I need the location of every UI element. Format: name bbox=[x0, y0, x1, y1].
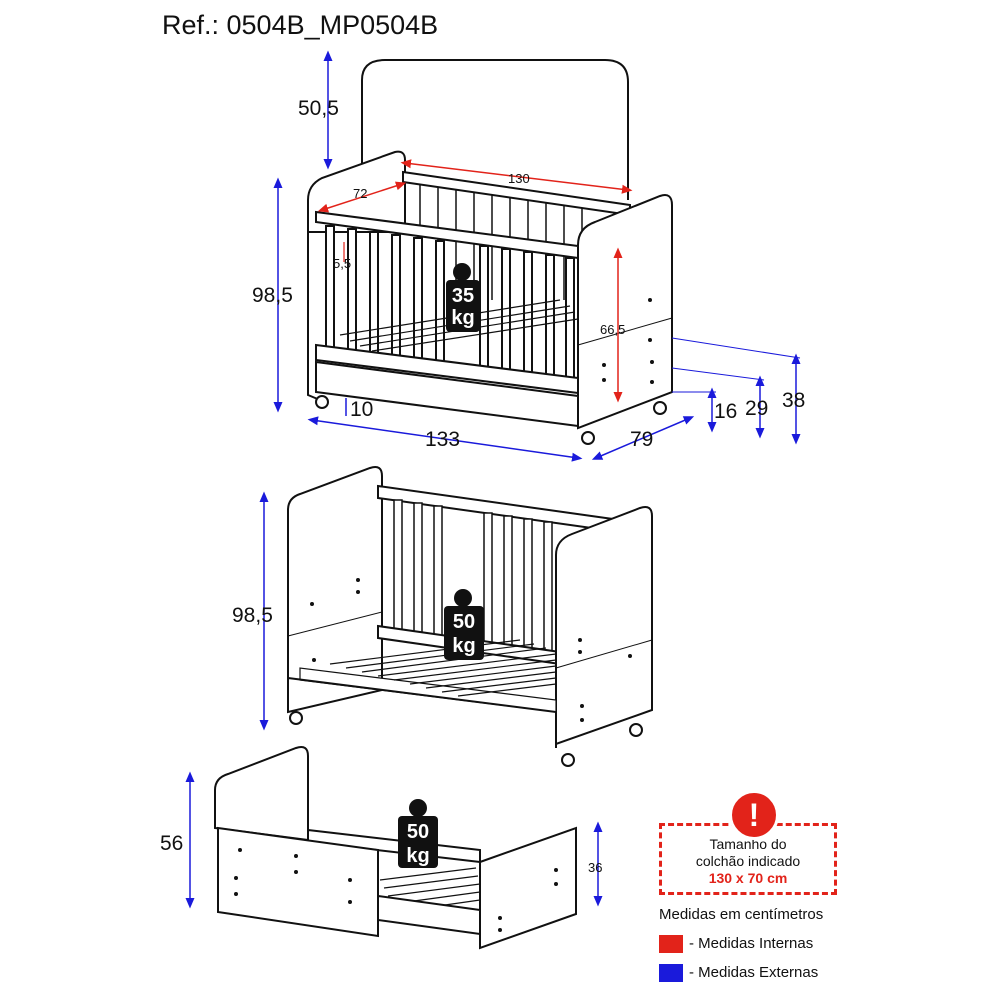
reference-title: Ref.: 0504B_MP0504B bbox=[162, 10, 439, 40]
crib-internal-length-label: 130 bbox=[508, 171, 530, 186]
crib-total-height-label: 98,5 bbox=[252, 284, 293, 307]
crib-height-38-label: 38 bbox=[782, 389, 805, 412]
toddler-left-headboard bbox=[287, 466, 383, 714]
junior-headboard bbox=[214, 746, 309, 842]
crib-internal-height-label: 66,5 bbox=[600, 322, 625, 337]
crib-weight-unit: kg bbox=[451, 307, 474, 329]
crib-right-footboard bbox=[577, 194, 673, 430]
crib-rail-gap-label: 5,5 bbox=[333, 256, 351, 271]
toddler-right-footboard bbox=[555, 506, 653, 746]
crib-total-depth-label: 79 bbox=[630, 428, 653, 451]
crib-height-29-label: 29 bbox=[745, 397, 768, 420]
junior-side-height-label: 36 bbox=[588, 860, 602, 875]
crib-backboard bbox=[361, 59, 629, 200]
legend-internal: - Medidas Internas bbox=[659, 934, 813, 954]
junior-weight-badge: 50 kg bbox=[398, 799, 438, 868]
crib-dimensions: 50,5 130 72 5,5 66,5 98,5 10 133 79 16 2… bbox=[252, 50, 805, 462]
toddler-mattress-slats bbox=[299, 639, 557, 713]
crib-weight-badge: 35 kg bbox=[446, 263, 480, 332]
toddler-dimensions: 98,5 bbox=[232, 491, 273, 731]
crib-weight-value: 35 bbox=[452, 285, 474, 307]
exclamation-icon: ! bbox=[729, 790, 779, 840]
crib-mattress-base bbox=[315, 343, 579, 395]
junior-headboard-height-label: 56 bbox=[160, 832, 183, 855]
crib-height-16-label: 16 bbox=[714, 400, 737, 423]
junior-dimensions: 56 36 bbox=[160, 771, 603, 909]
legend-internal-swatch bbox=[659, 935, 683, 954]
notice-line-3: 130 x 70 cm bbox=[708, 870, 788, 886]
toddler-total-height-label: 98,5 bbox=[232, 604, 273, 627]
toddler-wheels bbox=[289, 711, 643, 767]
toddler-bed-drawing bbox=[287, 466, 653, 767]
notice-line-2: colchão indicado bbox=[695, 853, 801, 869]
crib-total-length-label: 133 bbox=[425, 428, 460, 451]
crib-backboard-height-label: 50,5 bbox=[298, 97, 339, 120]
crib-wheel-clearance-label: 10 bbox=[350, 398, 373, 421]
junior-bed-drawing bbox=[214, 746, 577, 950]
junior-weight-value: 50 bbox=[407, 821, 429, 843]
legend-external-label: - Medidas Externas bbox=[689, 964, 819, 981]
legend-internal-label: - Medidas Internas bbox=[689, 935, 814, 952]
crib-front-rail bbox=[315, 210, 579, 260]
toddler-weight-unit: kg bbox=[452, 635, 475, 657]
junior-weight-unit: kg bbox=[406, 845, 429, 867]
toddler-weight-badge: 50 kg bbox=[444, 589, 484, 660]
toddler-weight-value: 50 bbox=[453, 611, 475, 633]
notice-line-1: Tamanho do bbox=[709, 836, 787, 852]
legend-external: - Medidas Externas bbox=[659, 963, 818, 983]
legend-external-swatch bbox=[659, 964, 683, 983]
junior-left-panel bbox=[217, 826, 379, 938]
units-note: Medidas em centímetros bbox=[659, 906, 824, 923]
junior-right-panel bbox=[479, 826, 577, 950]
crib-internal-width-label: 72 bbox=[353, 186, 367, 201]
